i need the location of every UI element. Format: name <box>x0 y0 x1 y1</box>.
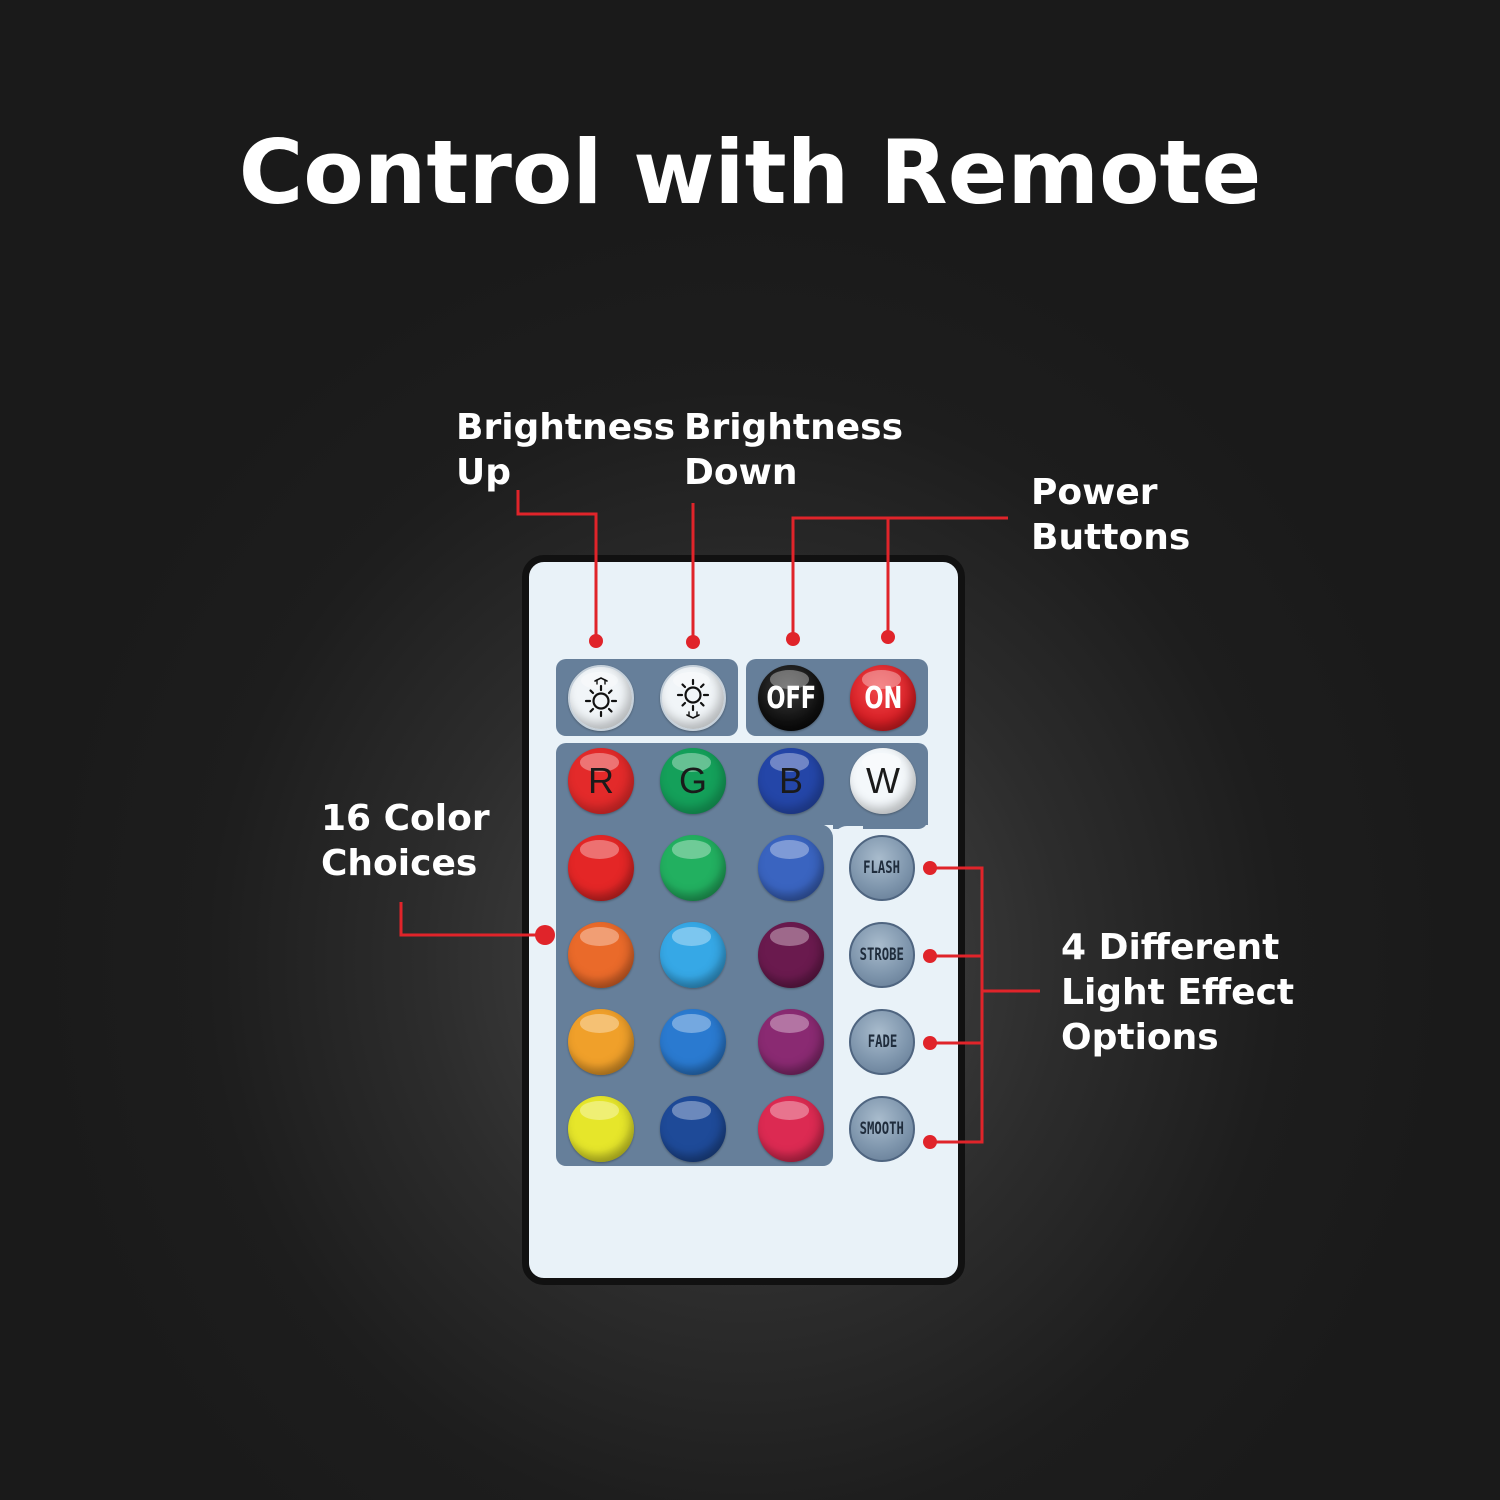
power-off-button[interactable]: OFF <box>758 665 824 731</box>
blue-button-label: B <box>778 760 803 801</box>
strobe-button-label: STROBE <box>859 945 905 965</box>
brightness-up-label-line1: Brightness <box>456 407 676 448</box>
color-button-4-1[interactable] <box>568 1096 634 1162</box>
light-effects-label-line3: Options <box>1061 1017 1219 1058</box>
brightness-down-icon <box>676 678 710 719</box>
color-button-2-3[interactable] <box>758 922 824 988</box>
flash-button[interactable]: FLASH <box>849 835 915 901</box>
green-button-label: G <box>678 760 707 801</box>
power-on-label: ON <box>864 680 902 716</box>
remote-control: OFF ON R G B W FLASH STROBE FADE SMOOTH <box>522 555 965 1285</box>
smooth-button[interactable]: SMOOTH <box>849 1096 915 1162</box>
white-button[interactable]: W <box>850 748 916 814</box>
brightness-down-label-line1: Brightness <box>684 407 904 448</box>
color-button-4-3[interactable] <box>758 1096 824 1162</box>
color-panel-corner-fill <box>833 809 928 829</box>
power-buttons-label: Power Buttons <box>1031 470 1190 560</box>
page-title: Control with Remote <box>238 121 1262 224</box>
color-button-1-1[interactable] <box>568 835 634 901</box>
light-effects-label-line2: Light Effect <box>1061 972 1295 1013</box>
brightness-up-button[interactable] <box>568 665 634 731</box>
color-button-3-2[interactable] <box>660 1009 726 1075</box>
power-buttons-label-line2: Buttons <box>1031 517 1191 558</box>
flash-button-label: FLASH <box>863 858 901 878</box>
white-button-label: W <box>866 760 900 801</box>
color-choices-label-line1: 16 Color <box>321 798 490 839</box>
color-button-1-2[interactable] <box>660 835 726 901</box>
color-choices-label: 16 Color Choices <box>321 796 490 886</box>
fade-button-label: FADE <box>867 1032 897 1052</box>
brightness-down-label: Brightness Down <box>684 405 903 495</box>
fade-button[interactable]: FADE <box>849 1009 915 1075</box>
brightness-up-label: Brightness Up <box>456 405 675 495</box>
red-button[interactable]: R <box>568 748 634 814</box>
color-choices-label-line2: Choices <box>321 843 478 884</box>
red-button-label: R <box>588 760 614 801</box>
light-effects-label: 4 Different Light Effect Options <box>1061 925 1294 1060</box>
power-on-button[interactable]: ON <box>850 665 916 731</box>
color-button-2-2[interactable] <box>660 922 726 988</box>
brightness-up-label-line2: Up <box>456 452 512 493</box>
brightness-down-label-line2: Down <box>684 452 798 493</box>
strobe-button[interactable]: STROBE <box>849 922 915 988</box>
color-button-2-1[interactable] <box>568 922 634 988</box>
color-button-4-2[interactable] <box>660 1096 726 1162</box>
brightness-down-button[interactable] <box>660 665 726 731</box>
color-button-1-3[interactable] <box>758 835 824 901</box>
smooth-button-label: SMOOTH <box>859 1119 905 1139</box>
color-button-3-1[interactable] <box>568 1009 634 1075</box>
blue-button[interactable]: B <box>758 748 824 814</box>
power-buttons-label-line1: Power <box>1031 472 1158 513</box>
color-button-3-3[interactable] <box>758 1009 824 1075</box>
brightness-up-icon <box>584 677 618 718</box>
power-off-label: OFF <box>766 680 816 716</box>
light-effects-label-line1: 4 Different <box>1061 927 1280 968</box>
green-button[interactable]: G <box>660 748 726 814</box>
